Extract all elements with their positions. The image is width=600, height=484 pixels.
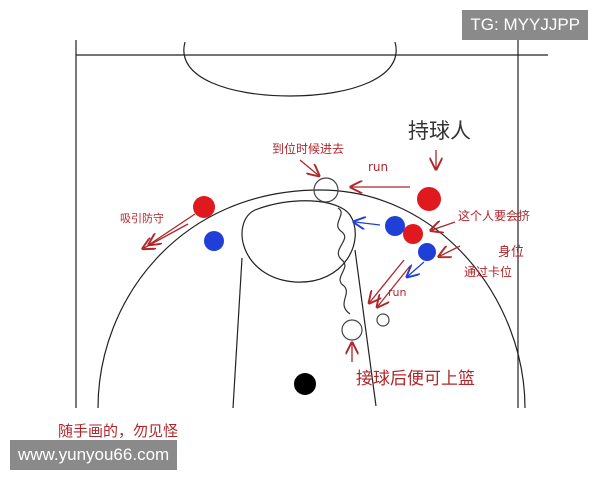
attract-arrow-2 [144,223,189,248]
defender-arrow-2 [408,261,425,276]
catch-layup-label: 接球后便可上篮 [356,369,475,389]
screen-note-line-1: 这个人要会挤 [458,208,530,223]
run-label-2: run [388,286,406,299]
attract-label: 吸引防守 [120,211,164,225]
screen-note-line-2: 身位 [498,244,524,260]
ball [294,373,316,395]
footer-note: 随手画的，勿见怪 [58,422,178,440]
cut-run-label: 到位时候进去 [272,141,344,156]
annotations: 持球人 到位时候进去 run 吸引防守 这个人要会挤 身位 通过卡位 run 接… [58,119,530,440]
screener-player [403,224,423,244]
center-circle [183,41,397,97]
defender-arrow-1 [355,222,381,225]
ball-handler-label: 持球人 [408,119,471,143]
lane-left [232,257,243,409]
ball-handler-player [417,187,441,211]
offense-movement [144,150,461,362]
three-point-arc [97,189,526,409]
run-label-1: run [368,160,388,174]
watermark-top: TG: MYYJJPP [462,10,588,40]
screen-note-line-3: 通过卡位 [464,264,512,279]
screen-note-arrow-2 [440,245,461,256]
watermark-bottom: www.yunyou66.com [10,440,178,470]
cut-arrow [299,159,318,175]
defense-movement [355,222,425,276]
screen-note-arrow [432,222,456,230]
elbow-defender [385,216,405,236]
catch-spot [341,319,363,341]
lane-right [354,249,377,407]
small-spot [376,313,390,327]
wing-left-player [193,196,215,218]
screen-defender [418,243,436,261]
attract-arrow-1 [150,213,196,244]
free-throw-circle [241,200,356,283]
players [193,187,441,395]
cutter-path [337,207,351,315]
cutter-start-spot [313,177,339,203]
wing-left-defender [204,231,224,251]
